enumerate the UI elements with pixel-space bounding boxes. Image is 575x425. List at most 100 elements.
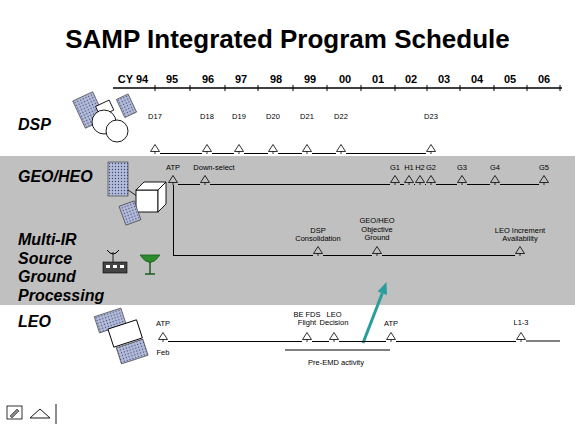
milestone-label: H1: [404, 164, 414, 173]
satellite-body: [96, 100, 114, 116]
milestone-triangle: [313, 246, 323, 256]
axis-line: [113, 87, 562, 89]
axis-tick: [155, 85, 156, 91]
milestone-label: D23: [424, 113, 438, 122]
milestone-label: LEO Increment Availability: [492, 227, 548, 244]
milestone-marker: D20: [268, 144, 278, 154]
year-label: 04: [471, 73, 483, 85]
milestone-date: Feb: [157, 349, 170, 358]
triangle-outline: [458, 176, 467, 183]
triangle-stem: [431, 183, 432, 186]
triangle-stem: [207, 152, 208, 155]
row-label: GEO/HEO: [18, 168, 93, 187]
axis-tick: [225, 85, 226, 91]
triangle-outline: [540, 176, 549, 183]
milestone-marker: D19: [234, 144, 244, 154]
milestone-triangle: [490, 175, 500, 185]
year-label: 97: [235, 73, 247, 85]
milestone-triangle: [390, 175, 400, 185]
milestone-marker: G3: [457, 175, 467, 185]
milestone-marker: D21: [302, 144, 312, 154]
milestone-label: G1: [390, 164, 400, 173]
pencil-icon: [10, 409, 19, 418]
leo-line-extension: [526, 341, 560, 342]
milestone-triangle: [516, 332, 526, 342]
triangle-stem: [173, 183, 174, 186]
milestone-label: G4: [490, 164, 500, 173]
sensor-dish: [106, 120, 128, 142]
milestone-triangle: [426, 175, 436, 185]
milestone-marker: D17: [150, 144, 160, 154]
triangle-outline: [416, 176, 425, 183]
milestone-marker: LEO Increment Availability: [515, 246, 525, 256]
milestone-marker: G1: [390, 175, 400, 185]
triangle-stem: [307, 340, 308, 343]
milestone-label: D21: [300, 113, 314, 122]
milestone-triangle: [302, 332, 312, 342]
triangle-stem: [334, 340, 335, 343]
milestone-marker: DSP Consolidation: [313, 246, 323, 256]
row-label: LEO: [18, 313, 51, 331]
milestone-label: BE FDS Flight: [291, 311, 323, 328]
row-label: Multi-IR Source Ground Processing: [18, 231, 113, 305]
axis-tick: [293, 85, 294, 91]
milestone-label: G5: [539, 164, 549, 173]
milestone-label: ATP: [166, 164, 180, 173]
milestone-triangle: [404, 175, 414, 185]
solar-panel: [73, 92, 106, 128]
triangle-outline: [516, 247, 525, 254]
triangle-outline: [373, 247, 382, 254]
triangle-outline: [517, 333, 526, 340]
pre-emd-bracket: [285, 350, 390, 351]
milestone-marker: D18: [202, 144, 212, 154]
axis-tick: [494, 85, 495, 91]
milestone-marker: ATP: [386, 332, 396, 342]
milestone-marker: BE FDS Flight: [302, 332, 312, 342]
schedule-line: [278, 153, 302, 154]
triangle-stem: [409, 183, 410, 186]
schedule-line: [160, 153, 202, 154]
milestone-label: D19: [232, 113, 246, 122]
triangle-stem: [431, 152, 432, 155]
year-label: 96: [202, 73, 214, 85]
home-triangle: [30, 409, 50, 418]
solar-panel: [116, 339, 148, 364]
triangle-outline: [303, 333, 312, 340]
axis-tick: [190, 85, 191, 91]
milestone-marker: LEO Decision: [329, 332, 339, 342]
triangle-stem: [307, 152, 308, 155]
milestone-label: LEO Decision: [318, 311, 350, 328]
milestone-triangle: [457, 175, 467, 185]
triangle-stem: [420, 183, 421, 186]
triangle-stem: [495, 183, 496, 186]
satellite-body: [108, 320, 142, 347]
triangle-stem: [239, 152, 240, 155]
milestone-marker: G2: [426, 175, 436, 185]
milestone-marker: H2: [415, 175, 425, 185]
leo-satellite: [94, 308, 148, 364]
triangle-outline: [491, 176, 500, 183]
schedule-line: [339, 341, 386, 342]
milestone-triangle: [515, 246, 525, 256]
milestone-label: Down-select: [193, 164, 234, 173]
triangle-outline: [337, 145, 346, 152]
triangle-stem: [273, 152, 274, 155]
milestone-marker: G5: [539, 175, 549, 185]
milestone-label: D22: [334, 113, 348, 122]
milestone-triangle: [268, 144, 278, 154]
schedule-line: [396, 341, 516, 342]
milestone-marker: ATP: [168, 175, 178, 185]
milestone-marker: Down-select: [200, 175, 210, 185]
program-band: GEO/HEO Multi-IR Source Ground Processing…: [0, 156, 575, 305]
triangle-outline: [314, 247, 323, 254]
year-label: 01: [372, 73, 384, 85]
axis-tick: [258, 85, 259, 91]
milestone-label: D17: [148, 113, 162, 122]
triangle-stem: [544, 183, 545, 186]
schedule-line: [346, 153, 426, 154]
milestone-marker: ATPFeb: [158, 332, 168, 342]
triangle-outline: [269, 145, 278, 152]
triangle-outline: [303, 145, 312, 152]
milestone-marker: L1-3: [516, 332, 526, 342]
